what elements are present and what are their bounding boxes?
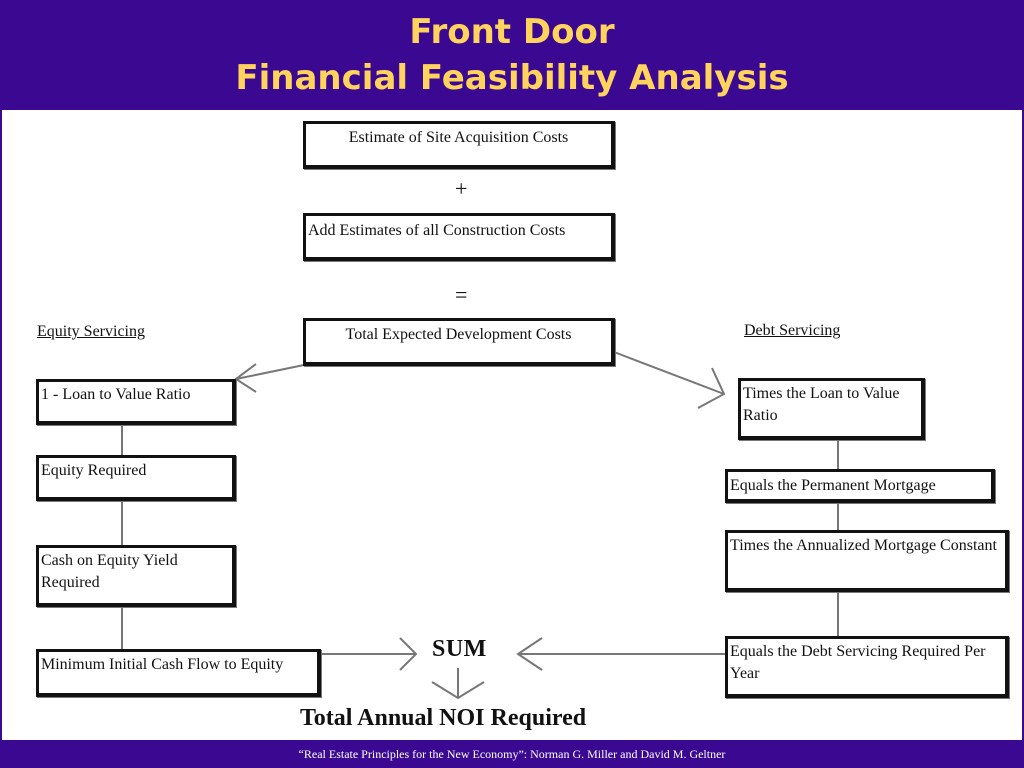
equity-step-cash-on-equity-yield: Cash on Equity Yield Required [36, 545, 236, 607]
total-annual-noi-label: Total Annual NOI Required [300, 705, 587, 731]
debt-step-debt-servicing-per-year: Equals the Debt Servicing Required Per Y… [725, 636, 1009, 698]
sum-label: SUM [432, 636, 487, 662]
site-acquisition-costs-box: Estimate of Site Acquisition Costs [303, 121, 615, 169]
debt-step-mortgage-constant: Times the Annualized Mortgage Constant [725, 530, 1009, 592]
debt-step-permanent-mortgage: Equals the Permanent Mortgage [725, 469, 995, 503]
construction-costs-box: Add Estimates of all Construction Costs [303, 213, 615, 261]
debt-step-times-loan-to-value: Times the Loan to Value Ratio [738, 378, 925, 440]
right-border [1022, 110, 1024, 740]
arrow-to-equity [234, 363, 305, 393]
citation-footer: “Real Estate Principles for the New Econ… [0, 740, 1024, 768]
arrow-equity-to-sum [320, 637, 418, 671]
total-development-costs-box: Total Expected Development Costs [303, 318, 615, 366]
plus-operator: + [455, 176, 468, 201]
left-border [0, 110, 2, 740]
equity-step-loan-to-value: 1 - Loan to Value Ratio [36, 379, 236, 425]
equals-operator: = [455, 282, 468, 307]
arrow-to-debt [613, 351, 726, 409]
arrow-sum-to-total [431, 668, 485, 700]
debt-servicing-heading: Debt Servicing [744, 322, 841, 339]
arrow-debt-to-sum [516, 637, 726, 671]
equity-servicing-heading: Equity Servicing [37, 323, 145, 340]
slide-title-line-1: Front Door [409, 12, 615, 52]
equity-step-equity-required: Equity Required [36, 455, 236, 501]
title-bar: Front Door Financial Feasibility Analysi… [0, 0, 1024, 110]
slide-title-line-2: Financial Feasibility Analysis [235, 58, 789, 98]
equity-step-minimum-cash-flow: Minimum Initial Cash Flow to Equity [36, 649, 321, 697]
